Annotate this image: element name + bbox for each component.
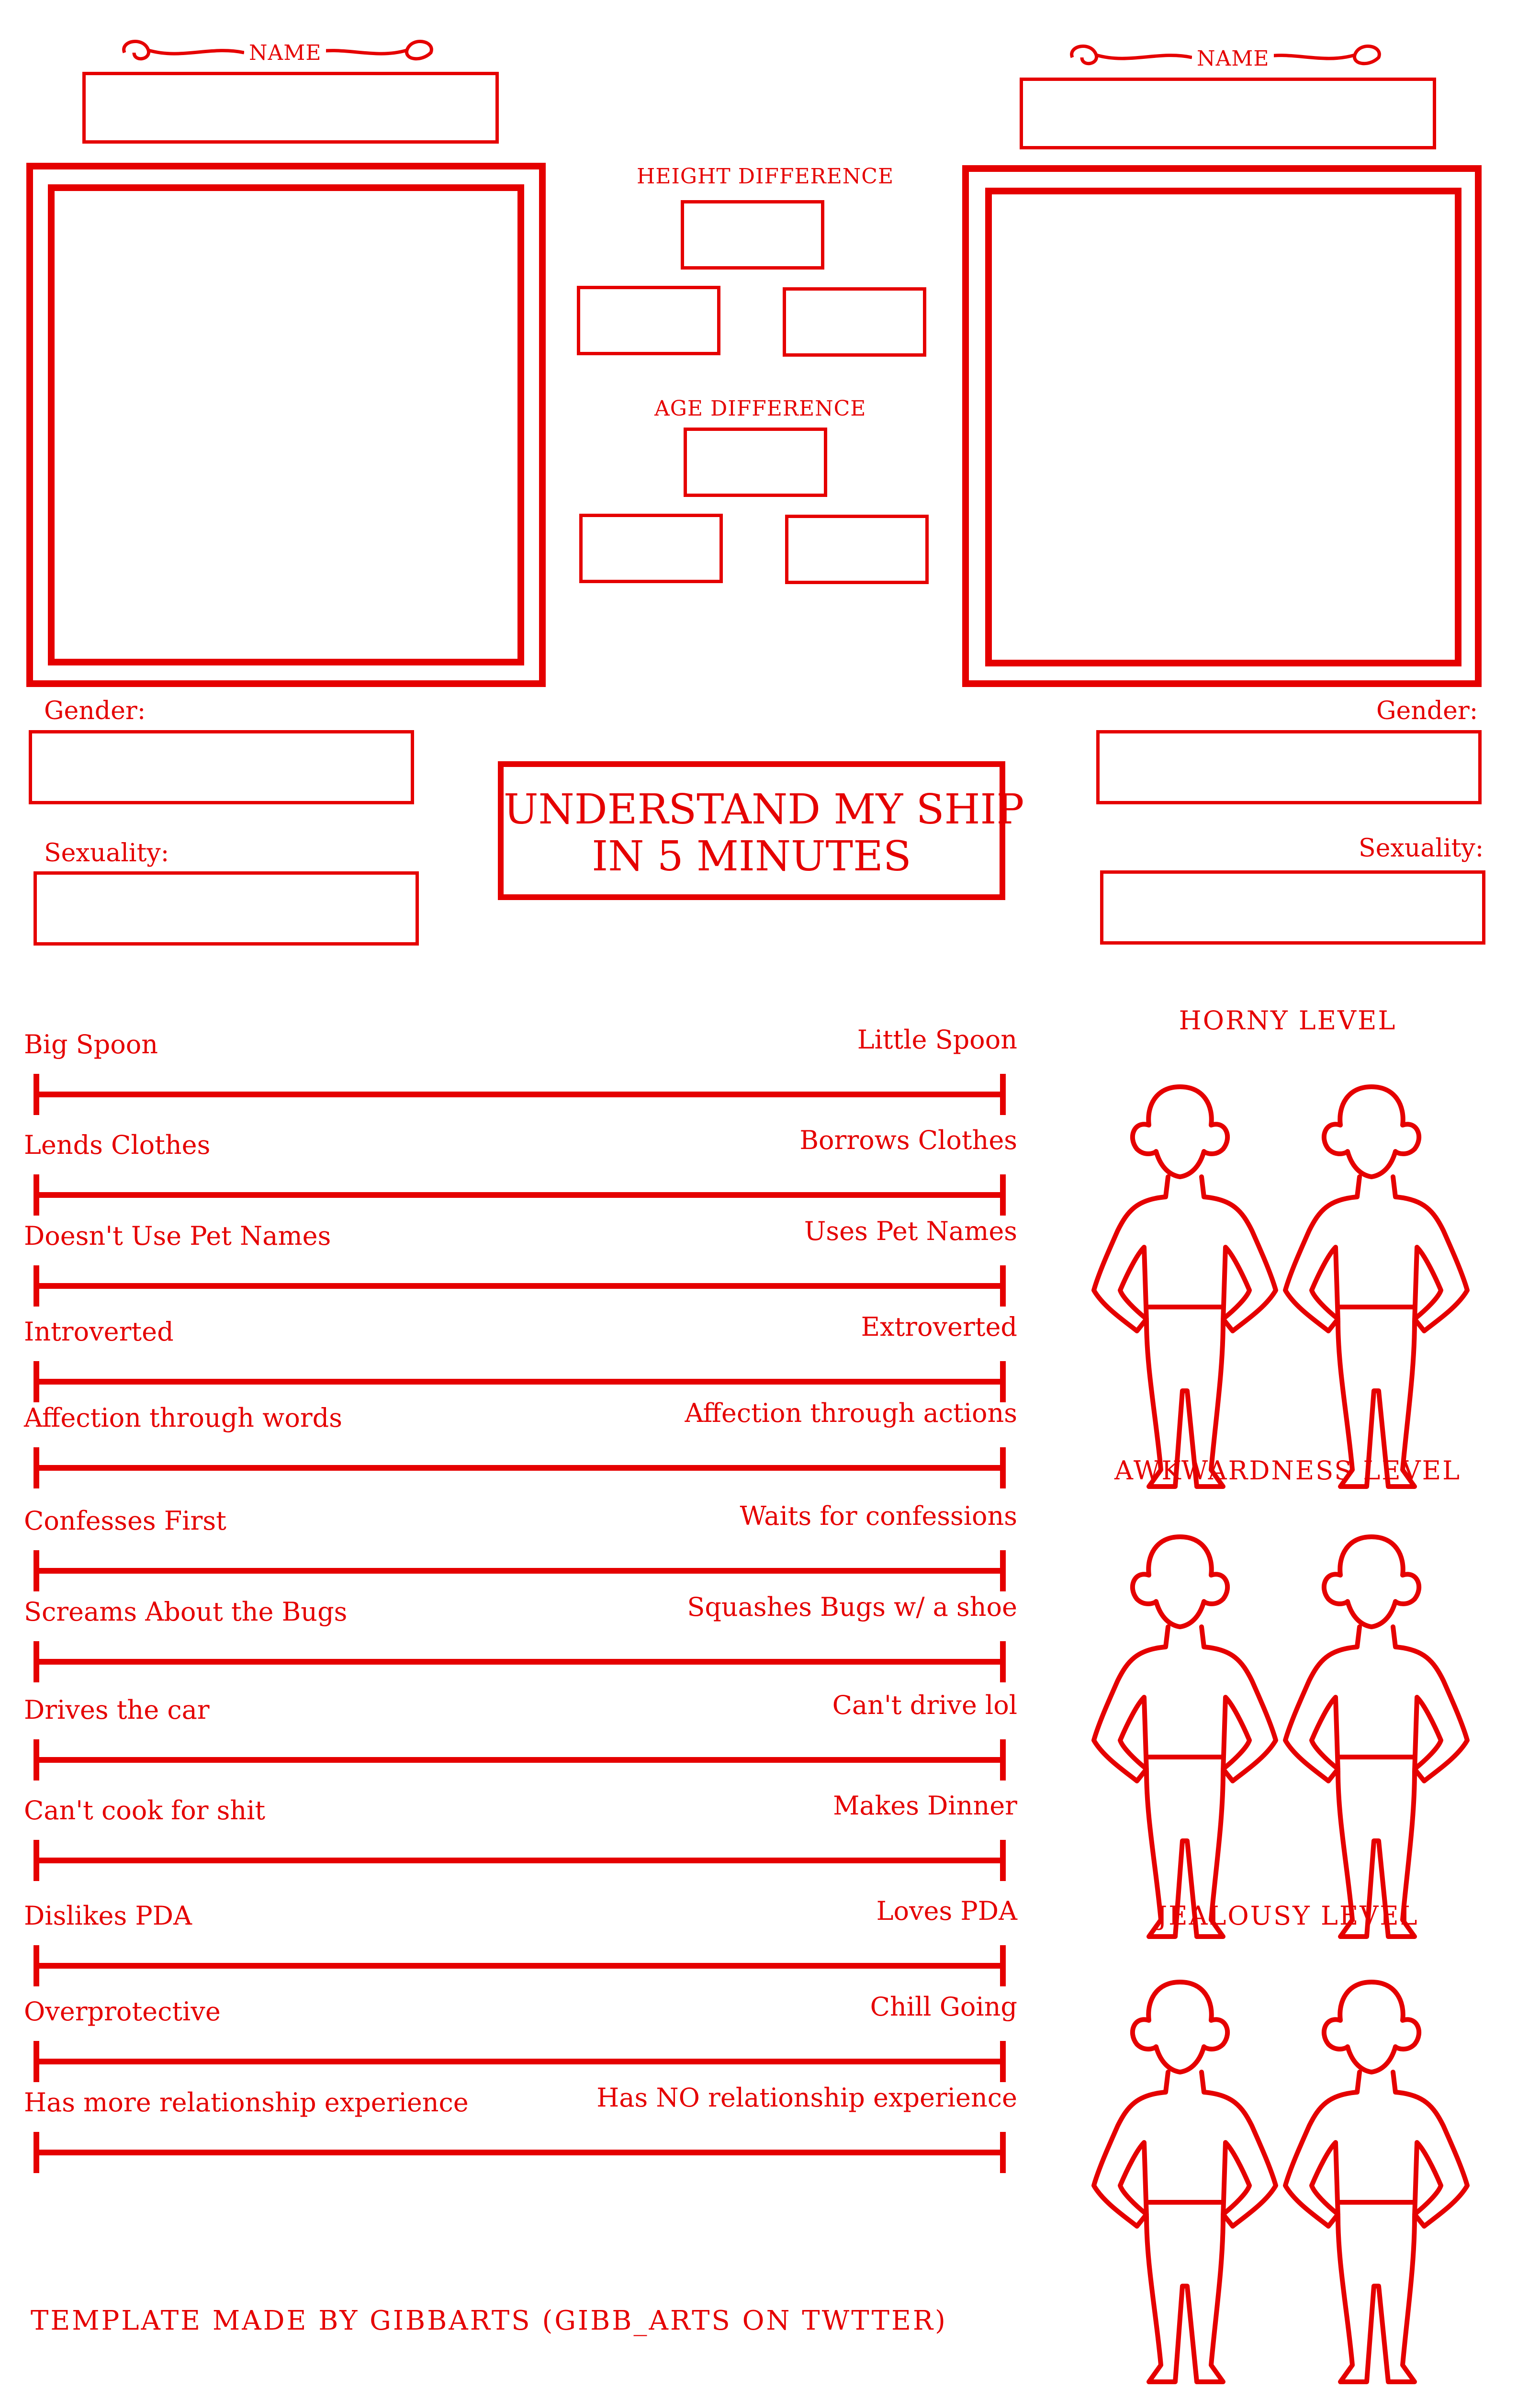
scale-left-end-tick bbox=[34, 1641, 39, 1682]
left-body-figure-icon[interactable] bbox=[1089, 1503, 1281, 1944]
scale-left-end-tick bbox=[34, 1074, 39, 1115]
scale-right-end-tick bbox=[1000, 1074, 1006, 1115]
scale-right-end-tick bbox=[1000, 2041, 1006, 2082]
scale-left-end-tick bbox=[34, 1361, 39, 1402]
left-body-figure-icon[interactable] bbox=[1089, 1949, 1281, 2389]
scale-left-label: Screams About the Bugs bbox=[24, 1597, 348, 1627]
right-gender-field[interactable] bbox=[1096, 730, 1482, 804]
scale-track[interactable] bbox=[34, 1192, 1003, 1198]
left-sexuality-field[interactable] bbox=[34, 871, 419, 946]
scale-right-end-tick bbox=[1000, 1739, 1006, 1780]
left-gender-label: Gender: bbox=[44, 697, 146, 725]
scale-right-label: Can't drive lol bbox=[832, 1690, 1017, 1720]
scale-track[interactable] bbox=[34, 1379, 1003, 1385]
scale-right-label: Squashes Bugs w/ a shoe bbox=[687, 1592, 1017, 1622]
left-name-flourish bbox=[122, 40, 433, 61]
age-right-field[interactable] bbox=[785, 515, 929, 584]
scale-track[interactable] bbox=[34, 1659, 1003, 1665]
left-name-label: NAME bbox=[244, 41, 326, 65]
scale-track[interactable] bbox=[34, 1963, 1003, 1969]
scale-right-label: Borrows Clothes bbox=[799, 1125, 1017, 1155]
scale-track[interactable] bbox=[34, 1568, 1003, 1574]
level-title: JEALOUSY LEVEL bbox=[1157, 1901, 1419, 1931]
scale-right-label: Little Spoon bbox=[857, 1025, 1017, 1055]
right-body-figure-icon[interactable] bbox=[1281, 1053, 1472, 1494]
scale-left-label: Introverted bbox=[24, 1317, 174, 1347]
scale-right-label: Has NO relationship experience bbox=[596, 2083, 1017, 2113]
scale-right-end-tick bbox=[1000, 1174, 1006, 1216]
left-sexuality-label: Sexuality: bbox=[44, 839, 169, 868]
scale-left-end-tick bbox=[34, 1840, 39, 1881]
scale-track[interactable] bbox=[34, 2150, 1003, 2155]
left-name-field[interactable] bbox=[82, 72, 499, 144]
template-credit: TEMPLATE MADE BY GIBBARTS (GIBB_ARTS ON … bbox=[31, 2305, 947, 2336]
title-line-1: UNDERSTAND MY SHIP bbox=[504, 786, 1024, 834]
age-difference-label: AGE DIFFERENCE bbox=[654, 396, 866, 421]
scale-left-label: Lends Clothes bbox=[24, 1130, 211, 1160]
right-gender-label: Gender: bbox=[1376, 697, 1478, 725]
height-difference-shared-field[interactable] bbox=[681, 200, 824, 270]
scale-left-label: Big Spoon bbox=[24, 1029, 158, 1059]
scale-right-end-tick bbox=[1000, 1945, 1006, 1986]
scale-track[interactable] bbox=[34, 1465, 1003, 1471]
scale-left-end-tick bbox=[34, 1447, 39, 1488]
scale-left-end-tick bbox=[34, 1945, 39, 1986]
scale-left-end-tick bbox=[34, 1265, 39, 1307]
scale-right-end-tick bbox=[1000, 1550, 1006, 1591]
scale-right-label: Chill Going bbox=[870, 1992, 1017, 2022]
scale-left-label: Can't cook for shit bbox=[24, 1795, 266, 1826]
scale-left-label: Overprotective bbox=[24, 1996, 221, 2027]
scale-left-label: Has more relationship experience bbox=[24, 2087, 469, 2118]
scale-right-end-tick bbox=[1000, 2132, 1006, 2173]
right-sexuality-field[interactable] bbox=[1100, 870, 1485, 945]
right-name-field[interactable] bbox=[1020, 78, 1436, 149]
scale-right-label: Affection through actions bbox=[685, 1398, 1017, 1428]
right-portrait-frame-inner[interactable] bbox=[985, 188, 1461, 666]
age-difference-shared-field[interactable] bbox=[684, 428, 827, 497]
scale-track[interactable] bbox=[34, 1757, 1003, 1763]
scale-right-label: Waits for confessions bbox=[740, 1501, 1018, 1531]
scale-left-end-tick bbox=[34, 1739, 39, 1780]
left-body-figure-icon[interactable] bbox=[1089, 1053, 1281, 1494]
scale-track[interactable] bbox=[34, 2059, 1003, 2064]
scale-left-label: Drives the car bbox=[24, 1695, 210, 1725]
scale-left-label: Doesn't Use Pet Names bbox=[24, 1221, 331, 1251]
level-title: HORNY LEVEL bbox=[1179, 1005, 1397, 1036]
right-body-figure-icon[interactable] bbox=[1281, 1503, 1472, 1944]
scale-right-end-tick bbox=[1000, 1447, 1006, 1488]
title-line-2: IN 5 MINUTES bbox=[592, 833, 911, 880]
page-title: UNDERSTAND MY SHIP IN 5 MINUTES bbox=[498, 761, 1024, 900]
height-right-field[interactable] bbox=[783, 287, 926, 357]
scale-left-end-tick bbox=[34, 2132, 39, 2173]
right-body-figure-icon[interactable] bbox=[1281, 1949, 1472, 2389]
scale-right-end-tick bbox=[1000, 1641, 1006, 1682]
scale-left-end-tick bbox=[34, 1550, 39, 1591]
left-portrait-frame-inner[interactable] bbox=[48, 184, 524, 665]
scale-right-label: Loves PDA bbox=[876, 1896, 1017, 1926]
scale-track[interactable] bbox=[34, 1283, 1003, 1289]
scale-right-end-tick bbox=[1000, 1361, 1006, 1402]
scale-right-end-tick bbox=[1000, 1265, 1006, 1307]
scale-right-end-tick bbox=[1000, 1840, 1006, 1881]
level-title: AWKWARDNESS LEVEL bbox=[1114, 1455, 1461, 1486]
scale-left-label: Confesses First bbox=[24, 1506, 226, 1536]
left-gender-field[interactable] bbox=[29, 730, 414, 804]
scale-right-label: Makes Dinner bbox=[833, 1791, 1017, 1821]
age-left-field[interactable] bbox=[579, 514, 723, 583]
scale-left-label: Dislikes PDA bbox=[24, 1901, 192, 1931]
scale-left-end-tick bbox=[34, 1174, 39, 1216]
right-sexuality-label: Sexuality: bbox=[1359, 834, 1484, 863]
scale-left-label: Affection through words bbox=[24, 1403, 342, 1433]
scale-track[interactable] bbox=[34, 1858, 1003, 1863]
scale-right-label: Extroverted bbox=[861, 1312, 1017, 1342]
scale-track[interactable] bbox=[34, 1092, 1003, 1097]
height-left-field[interactable] bbox=[577, 286, 720, 355]
scale-left-end-tick bbox=[34, 2041, 39, 2082]
scale-right-label: Uses Pet Names bbox=[804, 1216, 1017, 1246]
right-name-label: NAME bbox=[1192, 46, 1274, 71]
right-name-flourish bbox=[1070, 45, 1381, 66]
height-difference-label: HEIGHT DIFFERENCE bbox=[637, 164, 894, 189]
